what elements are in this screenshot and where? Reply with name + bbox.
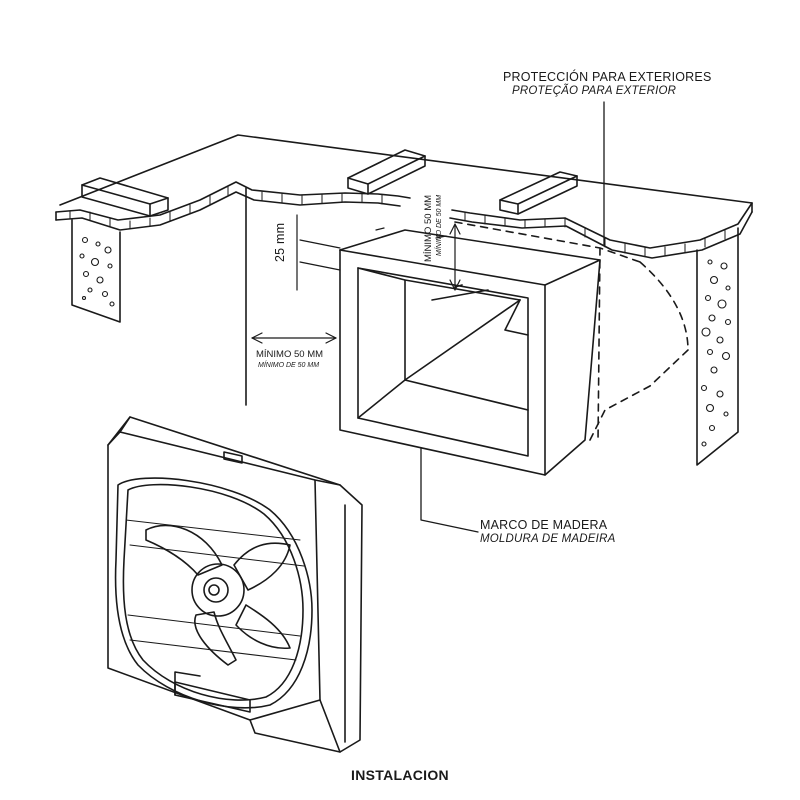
exhaust-fan [107, 416, 363, 753]
label-protection-es: PROTECCIÓN PARA EXTERIORES [503, 70, 712, 84]
label-protection-pt: PROTEÇÃO PARA EXTERIOR [512, 85, 677, 97]
right-metal-strap [696, 227, 739, 466]
label-frame-es: MARCO DE MADERA [480, 518, 608, 532]
dimension-25mm [296, 214, 447, 291]
label-frame-pt: MOLDURA DE MADEIRA [480, 533, 616, 545]
label-gap-25mm: 25 mm [273, 222, 287, 262]
diagram-caption: INSTALACION [351, 767, 449, 783]
label-min-horizontal-pt: MÍNIMO DE 50 MM [258, 362, 320, 369]
left-metal-strap [71, 219, 121, 323]
label-min-horizontal-es: MÍNIMO 50 MM [256, 349, 324, 360]
label-min-vertical-pt: MÍNIMO DE 50 MM [436, 194, 443, 256]
dimension-50mm-vertical [449, 223, 461, 291]
exterior-protection-outline [454, 221, 689, 443]
leader-lines [420, 101, 605, 533]
ceiling-slab [55, 134, 753, 259]
wood-battens [81, 149, 578, 217]
wooden-frame [339, 229, 601, 476]
label-min-vertical-es: MÍNIMO 50 MM [423, 194, 434, 262]
dimension-50mm-horizontal [251, 332, 337, 344]
